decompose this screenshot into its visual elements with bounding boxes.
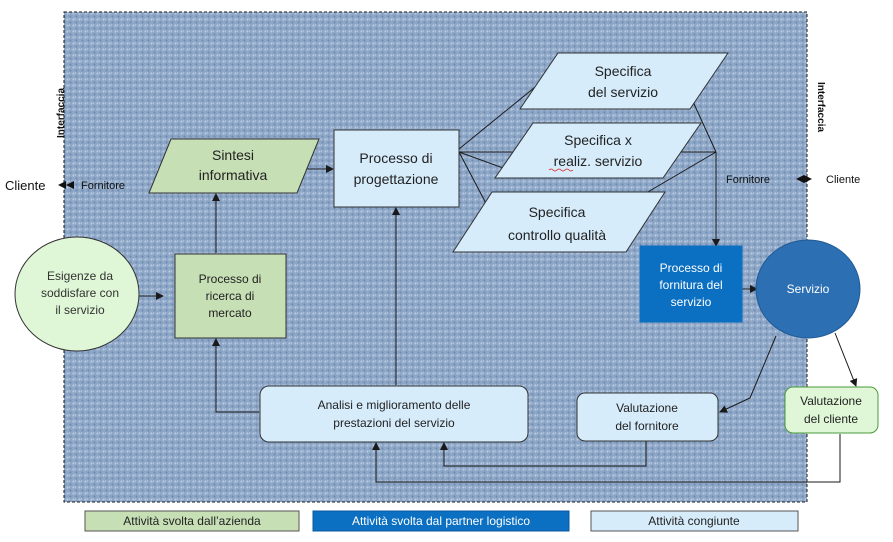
sintesi-line-2: informativa [199, 167, 268, 183]
legend-label-congiunte: Attività congiunte [648, 514, 740, 528]
edge-valfornitore-analisi [440, 441, 647, 467]
esigenze-line-1: Esigenze da [47, 269, 113, 283]
ricerca-line-2: ricerca di [206, 289, 255, 303]
edge-servizio-valcliente [834, 332, 858, 387]
interface-label-left: Interfaccia [56, 88, 67, 138]
val-cliente-line-1: Valutazione [800, 394, 862, 408]
edge-analisi-ricerca [212, 338, 259, 413]
node-spec-realiz: Specifica x realiz. servizio [494, 122, 702, 179]
ricerca-line-1: Processo di [199, 272, 262, 286]
edge-spec-controllo-merge [640, 151, 717, 197]
node-ricerca: Processo di ricerca di mercato [174, 253, 287, 339]
spec-controllo-line-2: controllo qualità [508, 227, 606, 243]
node-spec-controllo: Specifica controllo qualità [452, 191, 666, 253]
cliente-left-label: Cliente [5, 178, 45, 193]
edge-spec-servizio-merge [689, 94, 717, 153]
cliente-right-label: Cliente [826, 174, 860, 186]
node-spec-servizio: Specifica del servizio [519, 52, 729, 110]
legend-label-partner: Attività svolta dal partner logistico [352, 514, 530, 528]
progettazione-line-2: progettazione [354, 171, 439, 187]
fornitura-line-3: servizio [671, 295, 712, 309]
esigenze-line-3: il servizio [55, 303, 105, 317]
fornitore-left-label: Fornitore [81, 180, 125, 192]
progettazione-line-1: Processo di [359, 150, 432, 166]
val-fornitore-line-1: Valutazione [616, 401, 678, 415]
interface-label-right: Interfaccia [815, 82, 826, 132]
analisi-line-1: Analisi e miglioramento delle [318, 398, 471, 412]
node-analisi: Analisi e miglioramento delle prestazion… [259, 385, 529, 443]
fornitore-right-label: Fornitore [726, 174, 770, 186]
legend-item-partner: Attività svolta dal partner logistico [312, 510, 570, 532]
node-fornitura: Processo di fornitura del servizio [639, 245, 743, 323]
legend-item-congiunte: Attività congiunte [590, 510, 799, 532]
fornitura-line-1: Processo di [660, 261, 723, 275]
edge-prog-spec-controllo [458, 151, 491, 212]
spec-controllo-line-1: Specifica [529, 204, 586, 220]
servizio-label: Servizio [787, 282, 830, 296]
node-val-cliente: Valutazione del cliente [784, 386, 879, 434]
edge-servizio-valfornitore [719, 335, 777, 413]
legend: Attività svolta dall’azienda Attività sv… [84, 510, 799, 532]
node-esigenze: Esigenze da soddisfare con il servizio [14, 236, 140, 352]
spec-servizio-line-1: Specifica [595, 63, 652, 79]
sintesi-line-1: Sintesi [212, 147, 254, 163]
node-servizio: Servizio [755, 239, 861, 339]
node-progettazione: Processo di progettazione [333, 129, 460, 208]
arrow-cliente-left [58, 181, 74, 189]
legend-item-azienda: Attività svolta dall’azienda [84, 510, 300, 532]
arrow-cliente-right [796, 175, 812, 183]
fornitura-line-2: fornitura del [659, 278, 722, 292]
esigenze-line-2: soddisfare con [41, 286, 119, 300]
spec-realiz-line-1: Specifica x [564, 132, 632, 148]
spec-servizio-line-2: del servizio [588, 84, 658, 100]
val-fornitore-line-2: del fornitore [615, 419, 679, 433]
spec-realiz-line-2: realiz. servizio [554, 153, 643, 169]
ricerca-line-3: mercato [208, 306, 252, 320]
spellcheck-underline [548, 168, 574, 172]
val-cliente-line-2: del cliente [804, 412, 858, 426]
analisi-line-2: prestazioni del servizio [333, 416, 455, 430]
legend-label-azienda: Attività svolta dall’azienda [123, 514, 261, 528]
node-val-fornitore: Valutazione del fornitore [576, 392, 719, 442]
edge-valcliente-analisi [372, 434, 841, 483]
node-sintesi: Sintesi informativa [148, 138, 320, 194]
